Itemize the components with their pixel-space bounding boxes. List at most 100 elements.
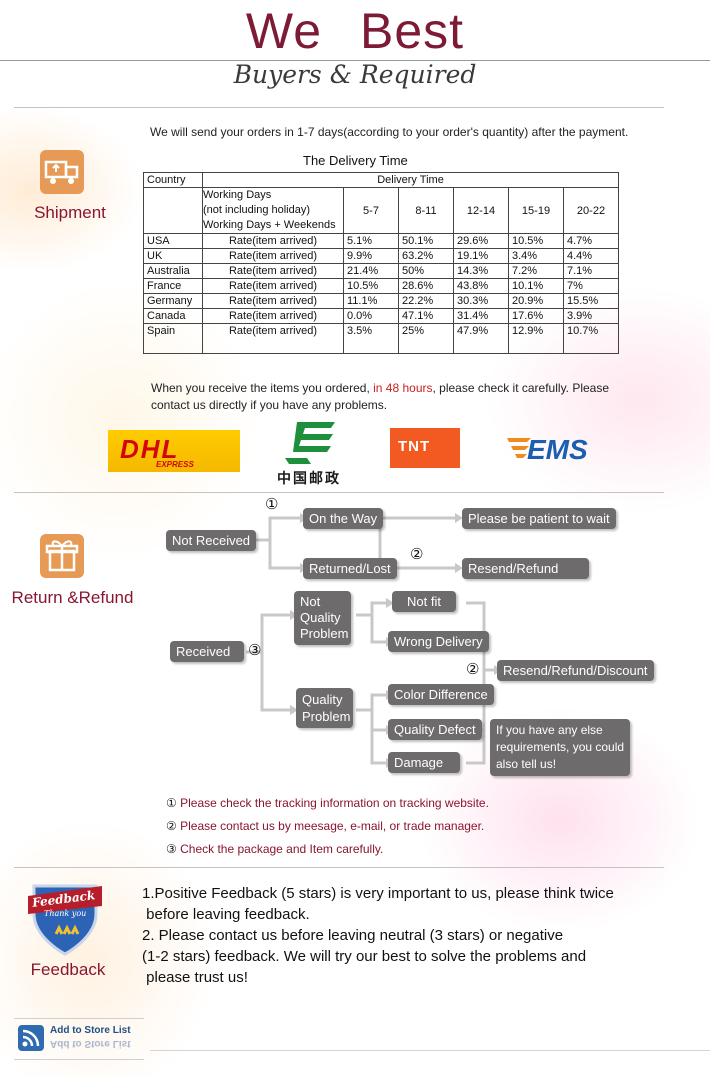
note-text: Please check the tracking information on… — [180, 796, 489, 810]
country-cell: Canada — [143, 308, 203, 324]
value-cell: 4.4% — [563, 248, 619, 264]
note-item: ③ Check the package and Item carefully. — [166, 842, 383, 856]
add-to-store-list-button[interactable]: Add to Store List Add to Store List — [14, 1018, 144, 1060]
china-post-logo: 中国邮政 — [277, 418, 357, 490]
step-marker-2: ② — [410, 546, 424, 563]
working-days-line: (not including holiday) — [203, 204, 311, 216]
section-divider — [14, 107, 664, 108]
page-subtitle: Buyers & Required — [233, 60, 477, 89]
range-header: 8-11 — [398, 187, 454, 234]
feedback-text: 1.Positive Feedback (5 stars) is very im… — [142, 883, 662, 988]
rate-cell: Rate(item arrived) — [202, 323, 344, 354]
note-mark: ① — [166, 796, 177, 810]
note-text: Please contact us by meesage, e-mail, or… — [180, 819, 485, 833]
quality-problem-box: Quality Problem — [296, 688, 353, 728]
country-cell: Spain — [143, 323, 203, 354]
note-text: When you receive the items you ordered, — [151, 381, 374, 395]
gift-icon — [40, 534, 84, 578]
ems-wing-icon — [507, 438, 531, 458]
on-the-way-box: On the Way — [303, 508, 384, 529]
value-cell: 31.4% — [453, 308, 509, 324]
ems-logo: EMS — [505, 432, 600, 466]
badge-subtitle: Thank you — [44, 909, 87, 918]
ems-text: EMS — [527, 434, 588, 465]
value-cell: 3.5% — [343, 323, 399, 354]
tnt-text: TNT — [398, 438, 431, 455]
dhl-express-text: EXPRESS — [156, 460, 194, 469]
box-line: requirements, you could — [496, 740, 625, 754]
delivery-time-table: Country Delivery Time Working Days (not … — [143, 172, 619, 354]
value-cell: 50% — [398, 263, 454, 279]
step-marker-3: ③ — [248, 642, 262, 659]
note-text: contact us directly if you have any prob… — [151, 398, 388, 412]
section-divider — [14, 492, 664, 493]
highlight-48-hours: in 48 hours — [373, 381, 433, 395]
country-cell: Germany — [143, 293, 203, 309]
box-line: Quality — [302, 692, 343, 707]
note-item: ② Please contact us by meesage, e-mail, … — [166, 819, 484, 833]
else-requirements-box: If you have any else requirements, you c… — [490, 719, 631, 776]
range-header: 20-22 — [563, 187, 619, 234]
after-receipt-note: When you receive the items you ordered, … — [151, 380, 621, 414]
truck-icon — [40, 150, 84, 194]
feedback-label: Feedback — [30, 960, 106, 979]
box-line: also tell us! — [496, 757, 557, 771]
note-item: ① Please check the tracking information … — [166, 796, 489, 810]
range-header: 15-19 — [508, 187, 564, 234]
store-list-label: Add to Store List — [50, 1025, 131, 1036]
shipment-intro: We will send your orders in 1-7 days(acc… — [150, 125, 629, 139]
page-title: We Best — [0, 2, 710, 60]
dhl-logo: DHL EXPRESS — [108, 430, 240, 472]
shield-badge-icon: Feedback Thank you — [28, 880, 102, 958]
resend-refund-box: Resend/Refund — [462, 558, 589, 579]
feedback-line: (1-2 stars) feedback. We will try our be… — [142, 948, 587, 965]
rate-cell: Rate(item arrived) — [202, 248, 344, 264]
feedback-line: 1.Positive Feedback (5 stars) is very im… — [142, 885, 614, 902]
tnt-logo: TNT — [390, 428, 460, 468]
working-days-line: Working Days + Weekends — [203, 219, 336, 231]
value-cell: 10.7% — [563, 323, 619, 354]
working-days-line: Working Days — [203, 189, 272, 201]
not-fit-box: Not fit — [392, 591, 456, 612]
rss-icon — [18, 1025, 44, 1051]
feedback-line: 2. Please contact us before leaving neut… — [142, 927, 564, 944]
value-cell: 11.1% — [343, 293, 399, 309]
dhl-text: DHL — [120, 434, 180, 464]
box-line: Not — [300, 594, 321, 609]
color-difference-box: Color Difference — [388, 684, 494, 705]
box-line: Problem — [300, 626, 349, 641]
value-cell: 10.1% — [508, 278, 564, 294]
step-marker-1: ① — [265, 496, 279, 513]
not-quality-problem-box: Not Quality Problem — [294, 591, 351, 645]
value-cell: 20.9% — [508, 293, 564, 309]
table-caption: The Delivery Time — [303, 153, 408, 168]
step-marker-2: ② — [466, 661, 480, 678]
value-cell: 17.6% — [508, 308, 564, 324]
footer-divider — [150, 1050, 710, 1051]
resend-refund-discount-box: Resend/Refund/Discount — [497, 660, 654, 681]
box-line: Problem — [302, 709, 351, 724]
title-word-2: Best — [360, 3, 465, 59]
note-text: , please check it carefully. Please — [432, 381, 610, 395]
note-mark: ② — [166, 819, 177, 833]
damage-box: Damage — [388, 752, 460, 773]
rate-cell: Rate(item arrived) — [202, 308, 344, 324]
value-cell: 22.2% — [398, 293, 454, 309]
china-post-text: 中国邮政 — [277, 470, 341, 486]
value-cell: 63.2% — [398, 248, 454, 264]
store-list-label-reflection: Add to Store List — [50, 1038, 131, 1049]
note-text: Check the package and Item carefully. — [180, 842, 384, 856]
received-box: Received — [170, 641, 244, 662]
feedback-line: please trust us! — [142, 969, 248, 986]
be-patient-box: Please be patient to wait — [462, 508, 616, 529]
box-line: If you have any else — [496, 723, 603, 737]
title-word-1: We — [245, 3, 323, 59]
country-cell: USA — [143, 233, 203, 249]
section-divider — [14, 867, 664, 868]
note-mark: ③ — [166, 842, 177, 856]
china-post-emblem-icon — [285, 422, 335, 464]
